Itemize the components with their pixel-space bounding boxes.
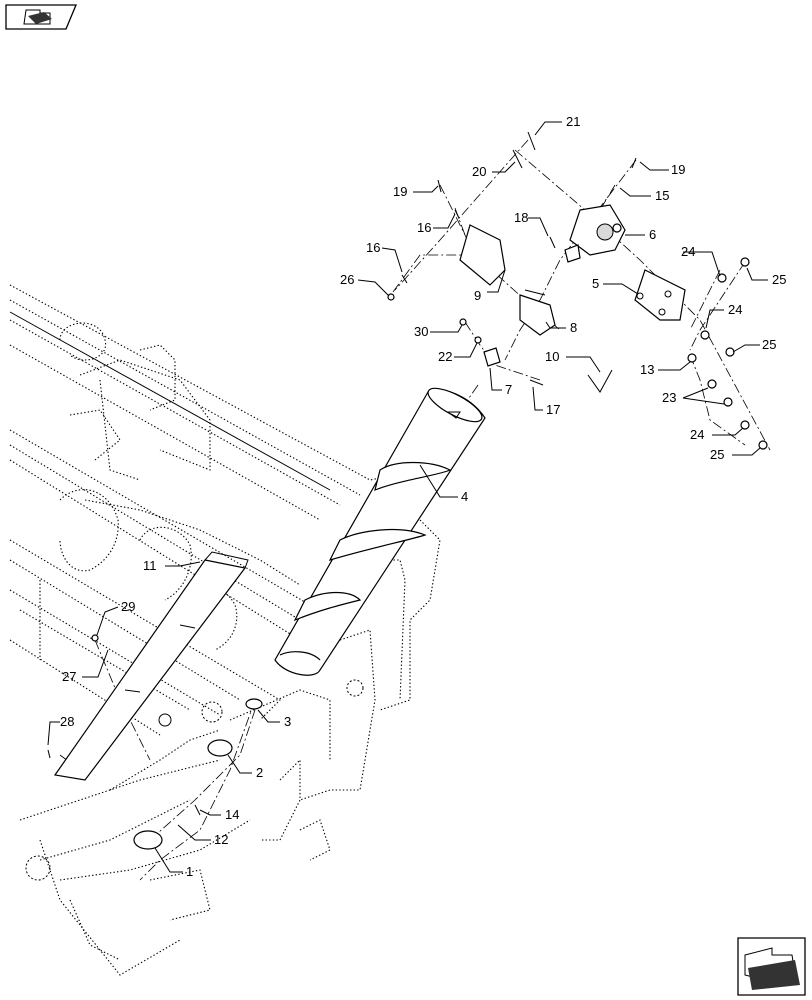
hook-rod <box>587 369 613 393</box>
callout-19-left: 19 <box>393 184 407 199</box>
callout-29: 29 <box>121 599 135 614</box>
callout-7: 7 <box>505 382 512 397</box>
bolt-20 <box>512 149 523 169</box>
leader-lines <box>47 121 768 873</box>
auger-shield <box>53 551 249 781</box>
callout-26: 26 <box>340 272 354 287</box>
block-8 <box>519 289 556 336</box>
washer-22 <box>474 336 482 344</box>
callout-11: 11 <box>143 558 157 573</box>
nut-30 <box>459 318 467 326</box>
gearbox <box>564 204 626 263</box>
washer-24-b <box>700 330 710 340</box>
washer-25-b <box>725 347 735 357</box>
callout-24-c: 24 <box>690 427 704 442</box>
callout-19-right: 19 <box>671 162 685 177</box>
washer-25-a <box>740 257 750 267</box>
callout-5: 5 <box>592 276 599 291</box>
pin-16-left <box>401 274 408 284</box>
callout-14: 14 <box>225 807 239 822</box>
bolt-29 <box>91 634 99 642</box>
bolt-14 <box>194 804 201 816</box>
washer-24-c <box>740 420 750 430</box>
washer-24-a <box>717 273 727 283</box>
bolt-21 <box>527 131 536 151</box>
callout-13: 13 <box>640 362 654 377</box>
callout-2: 2 <box>256 765 263 780</box>
callout-16-upper: 16 <box>417 220 431 235</box>
nut-26 <box>387 293 395 301</box>
callout-24-a: 24 <box>681 244 695 259</box>
washer-23-b <box>723 397 733 407</box>
callout-12: 12 <box>214 832 228 847</box>
callout-25-b: 25 <box>762 337 776 352</box>
callout-25-c: 25 <box>710 447 724 462</box>
pin-17 <box>529 379 544 386</box>
bracket <box>634 269 686 321</box>
callout-15: 15 <box>655 188 669 203</box>
callout-4: 4 <box>461 489 468 504</box>
callout-20: 20 <box>472 164 486 179</box>
washer-23-a <box>707 379 717 389</box>
next-page-arrow-icon[interactable] <box>737 937 806 996</box>
callout-28: 28 <box>60 714 74 729</box>
auger-tube <box>274 387 486 676</box>
page-nav-icon[interactable] <box>5 4 77 30</box>
washer-25-c <box>758 440 768 450</box>
callout-30: 30 <box>414 324 428 339</box>
bolt-28 <box>47 749 51 759</box>
bolt-19-right <box>631 157 637 169</box>
bolt-19-left <box>437 179 442 193</box>
pin-16-upper <box>454 209 460 219</box>
clip-7 <box>483 347 501 367</box>
callout-6: 6 <box>649 227 656 242</box>
header-frame <box>9 284 441 976</box>
callout-1: 1 <box>186 864 193 879</box>
callout-18: 18 <box>514 210 528 225</box>
washer-13 <box>687 353 697 363</box>
callout-23: 23 <box>662 390 676 405</box>
bushing-3 <box>245 698 263 710</box>
callout-21: 21 <box>566 114 580 129</box>
callout-10: 10 <box>545 349 559 364</box>
callout-24-b: 24 <box>728 302 742 317</box>
shield-9 <box>459 224 506 286</box>
bushing-2 <box>207 739 233 757</box>
callout-8: 8 <box>570 320 577 335</box>
callout-16-left: 16 <box>366 240 380 255</box>
pin-18 <box>549 236 556 249</box>
callout-25-a: 25 <box>772 272 786 287</box>
callout-labels: 21 20 19 19 15 18 6 16 16 26 24 25 5 9 2… <box>60 114 786 879</box>
bushing-1 <box>133 830 163 850</box>
callout-9: 9 <box>474 288 481 303</box>
callout-27: 27 <box>62 669 76 684</box>
callout-17: 17 <box>546 402 560 417</box>
callout-3: 3 <box>284 714 291 729</box>
callout-22: 22 <box>438 349 452 364</box>
